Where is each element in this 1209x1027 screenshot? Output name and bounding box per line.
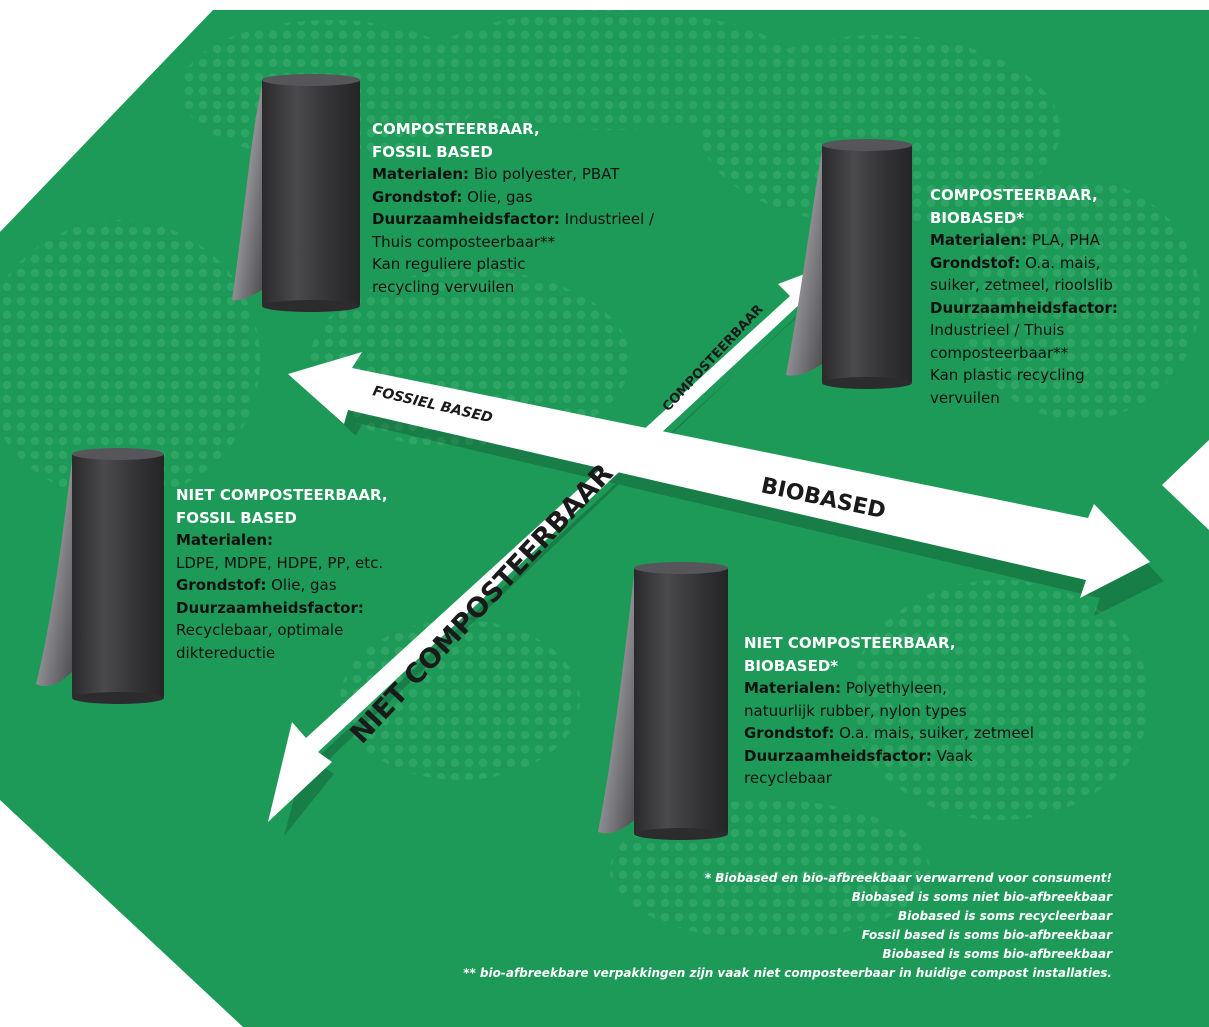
quadrant-heading: NIET COMPOSTEERBAAR, bbox=[744, 634, 956, 652]
quadrant-text-key: Materialen: bbox=[744, 679, 842, 697]
quadrant-text-line: natuurlijk rubber, nylon types bbox=[744, 700, 1034, 723]
quadrant-text-line: Thuis composteerbaar** bbox=[372, 231, 654, 254]
quadrant-subheading: BIOBASED* bbox=[930, 208, 1025, 227]
footnote: ** bio-afbreekbare verpakkingen zijn vaa… bbox=[463, 966, 1112, 980]
quadrant-text-value: Olie, gas bbox=[462, 187, 533, 206]
roll-bottom-right bbox=[598, 562, 728, 840]
footnote: * Biobased en bio-afbreekbaar verwarrend… bbox=[704, 871, 1112, 885]
quadrant-text-value: composteerbaar** bbox=[930, 343, 1069, 362]
quadrant-text-line: Grondstof: Olie, gas bbox=[176, 574, 388, 597]
quadrant-text-value: Recyclebaar, optimale bbox=[176, 621, 344, 639]
footnote: Biobased is soms bio-afbreekbaar bbox=[882, 947, 1112, 961]
quadrant-subheading: FOSSIL BASED bbox=[176, 508, 297, 527]
quadrant-text-key: Materialen: bbox=[930, 231, 1028, 249]
quadrant-text-line: diktereductie bbox=[176, 642, 388, 665]
quadrant-text-value: Thuis composteerbaar** bbox=[372, 232, 556, 251]
quadrant-text-value: natuurlijk rubber, nylon types bbox=[744, 701, 967, 720]
quadrant-not-compostable-fossil: NIET COMPOSTEERBAAR, FOSSIL BASED Materi… bbox=[176, 484, 388, 664]
quadrant-text-value: suiker, zetmeel, rioolslib bbox=[930, 276, 1113, 294]
quadrant-text-value: Vaak bbox=[931, 746, 973, 765]
quadrant-text-key: Grondstof: bbox=[176, 576, 267, 594]
quadrant-text-line: composteerbaar** bbox=[930, 342, 1118, 365]
quadrant-text-key: Duurzaamheidsfactor: bbox=[930, 298, 1118, 317]
quadrant-heading: COMPOSTEERBAAR, bbox=[372, 120, 540, 138]
quadrant-text-line: Recyclebaar, optimale bbox=[176, 619, 388, 642]
quadrant-text-line: Kan reguliere plastic bbox=[372, 253, 654, 276]
footnote: Biobased is soms recycleerbaar bbox=[897, 909, 1112, 923]
quadrant-text-value: O.a. mais, bbox=[1020, 253, 1101, 272]
quadrant-subheading: BIOBASED* bbox=[744, 656, 839, 675]
quadrant-text-line: Duurzaamheidsfactor: Vaak bbox=[744, 745, 1034, 768]
world-map-dots bbox=[0, 10, 1200, 940]
quadrant-text-line: Kan plastic recycling bbox=[930, 364, 1118, 387]
quadrant-text-line: Materialen: Polyethyleen, bbox=[744, 677, 1034, 700]
quadrant-text-value: recyclebaar bbox=[744, 769, 832, 787]
quadrant-compostable-fossil: COMPOSTEERBAAR, FOSSIL BASED Materialen:… bbox=[372, 118, 654, 298]
quadrant-text-value: Olie, gas bbox=[266, 576, 337, 594]
fossil-biobased-arrow bbox=[288, 352, 1150, 598]
quadrant-text-value: Polyethyleen, bbox=[841, 679, 947, 697]
quadrant-text-key: Materialen: bbox=[176, 531, 274, 549]
axis-arrows bbox=[268, 266, 1164, 836]
quadrant-not-compostable-biobased: NIET COMPOSTEERBAAR, BIOBASED* Materiale… bbox=[744, 632, 1034, 790]
quadrant-text-value: recycling vervuilen bbox=[372, 277, 515, 296]
roll-bottom-left bbox=[36, 448, 164, 704]
quadrant-text-value: LDPE, MDPE, HDPE, PP, etc. bbox=[176, 553, 384, 572]
quadrant-text-line: Materialen: Bio polyester, PBAT bbox=[372, 163, 654, 186]
quadrant-text-line: Duurzaamheidsfactor: Industrieel / bbox=[372, 208, 654, 231]
quadrant-text-key: Duurzaamheidsfactor: bbox=[176, 598, 364, 617]
quadrant-text-line: recyclebaar bbox=[744, 767, 1034, 790]
quadrant-text-line: vervuilen bbox=[930, 387, 1118, 410]
quadrant-compostable-biobased: COMPOSTEERBAAR, BIOBASED* Materialen: PL… bbox=[930, 184, 1118, 409]
quadrant-text-value: diktereductie bbox=[176, 643, 276, 662]
quadrant-text-value: PLA, PHA bbox=[1027, 231, 1100, 249]
quadrant-text-value: Kan reguliere plastic bbox=[372, 255, 526, 273]
quadrant-text-line: Materialen: bbox=[176, 529, 388, 552]
quadrant-text-line: Duurzaamheidsfactor: bbox=[930, 297, 1118, 320]
quadrant-text-value: vervuilen bbox=[930, 388, 1000, 407]
quadrant-text-line: recycling vervuilen bbox=[372, 276, 654, 299]
quadrant-text-line: Duurzaamheidsfactor: bbox=[176, 597, 388, 620]
quadrant-text-key: Grondstof: bbox=[744, 724, 835, 742]
quadrant-text-key: Grondstof: bbox=[372, 187, 463, 206]
quadrant-text-line: Materialen: PLA, PHA bbox=[930, 229, 1118, 252]
quadrant-text-line: LDPE, MDPE, HDPE, PP, etc. bbox=[176, 552, 388, 575]
quadrant-subheading: FOSSIL BASED bbox=[372, 142, 493, 161]
quadrant-text-line: Grondstof: O.a. mais, bbox=[930, 252, 1118, 275]
compostable-arrow bbox=[268, 266, 826, 822]
footnotes: * Biobased en bio-afbreekbaar verwarrend… bbox=[463, 869, 1112, 983]
quadrant-text-line: suiker, zetmeel, rioolslib bbox=[930, 274, 1118, 297]
quadrant-text-key: Duurzaamheidsfactor: bbox=[744, 746, 932, 765]
quadrant-text-value: O.a. mais, suiker, zetmeel bbox=[834, 724, 1034, 742]
quadrant-heading: COMPOSTEERBAAR, bbox=[930, 186, 1098, 204]
quadrant-text-line: Grondstof: O.a. mais, suiker, zetmeel bbox=[744, 722, 1034, 745]
quadrant-text-line: Grondstof: Olie, gas bbox=[372, 186, 654, 209]
roll-top-left bbox=[232, 74, 360, 312]
quadrant-text-value: Industrieel / Thuis bbox=[930, 321, 1065, 339]
quadrant-text-value: Kan plastic recycling bbox=[930, 366, 1085, 384]
roll-top-right bbox=[786, 139, 912, 389]
quadrant-text-line: Industrieel / Thuis bbox=[930, 319, 1118, 342]
quadrant-text-key: Grondstof: bbox=[930, 253, 1021, 272]
footnote: Fossil based is soms bio-afbreekbaar bbox=[861, 928, 1112, 942]
quadrant-text-value: Bio polyester, PBAT bbox=[469, 165, 620, 183]
quadrant-text-value: Industrieel / bbox=[559, 210, 655, 228]
footnote: Biobased is soms niet bio-afbreekbaar bbox=[851, 890, 1112, 904]
quadrant-text-key: Materialen: bbox=[372, 165, 470, 183]
quadrant-text-key: Duurzaamheidsfactor: bbox=[372, 210, 560, 228]
quadrant-heading: NIET COMPOSTEERBAAR, bbox=[176, 486, 388, 504]
